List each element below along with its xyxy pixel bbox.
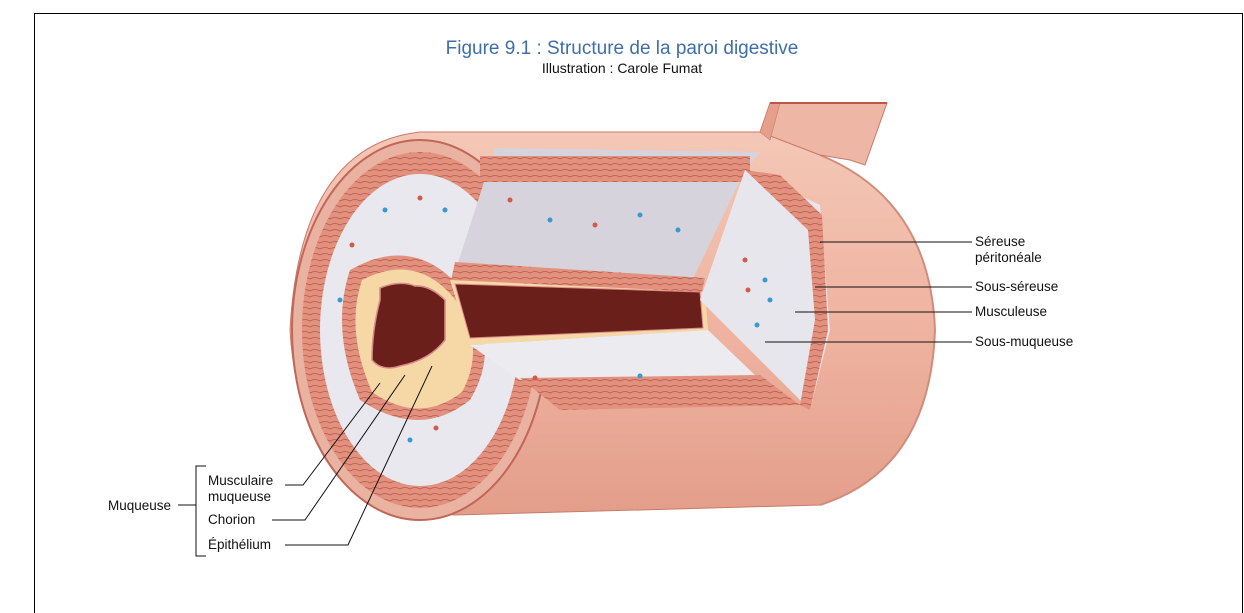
label-sereuse-2: péritonéale (975, 250, 1042, 265)
label-chorion: Chorion (208, 512, 255, 527)
label-sereuse: Séreuse (975, 234, 1025, 249)
label-musculeuse: Musculeuse (975, 304, 1047, 319)
label-musculaire-muqueuse-2: muqueuse (208, 489, 271, 504)
label-sous-muqueuse: Sous-muqueuse (975, 334, 1073, 349)
muqueuse-bracket (196, 466, 206, 556)
label-epithelium: Épithélium (208, 537, 271, 552)
label-sous-sereuse: Sous-séreuse (975, 279, 1058, 294)
label-musculaire-muqueuse: Musculaire (208, 473, 273, 488)
label-muqueuse: Muqueuse (108, 498, 171, 513)
